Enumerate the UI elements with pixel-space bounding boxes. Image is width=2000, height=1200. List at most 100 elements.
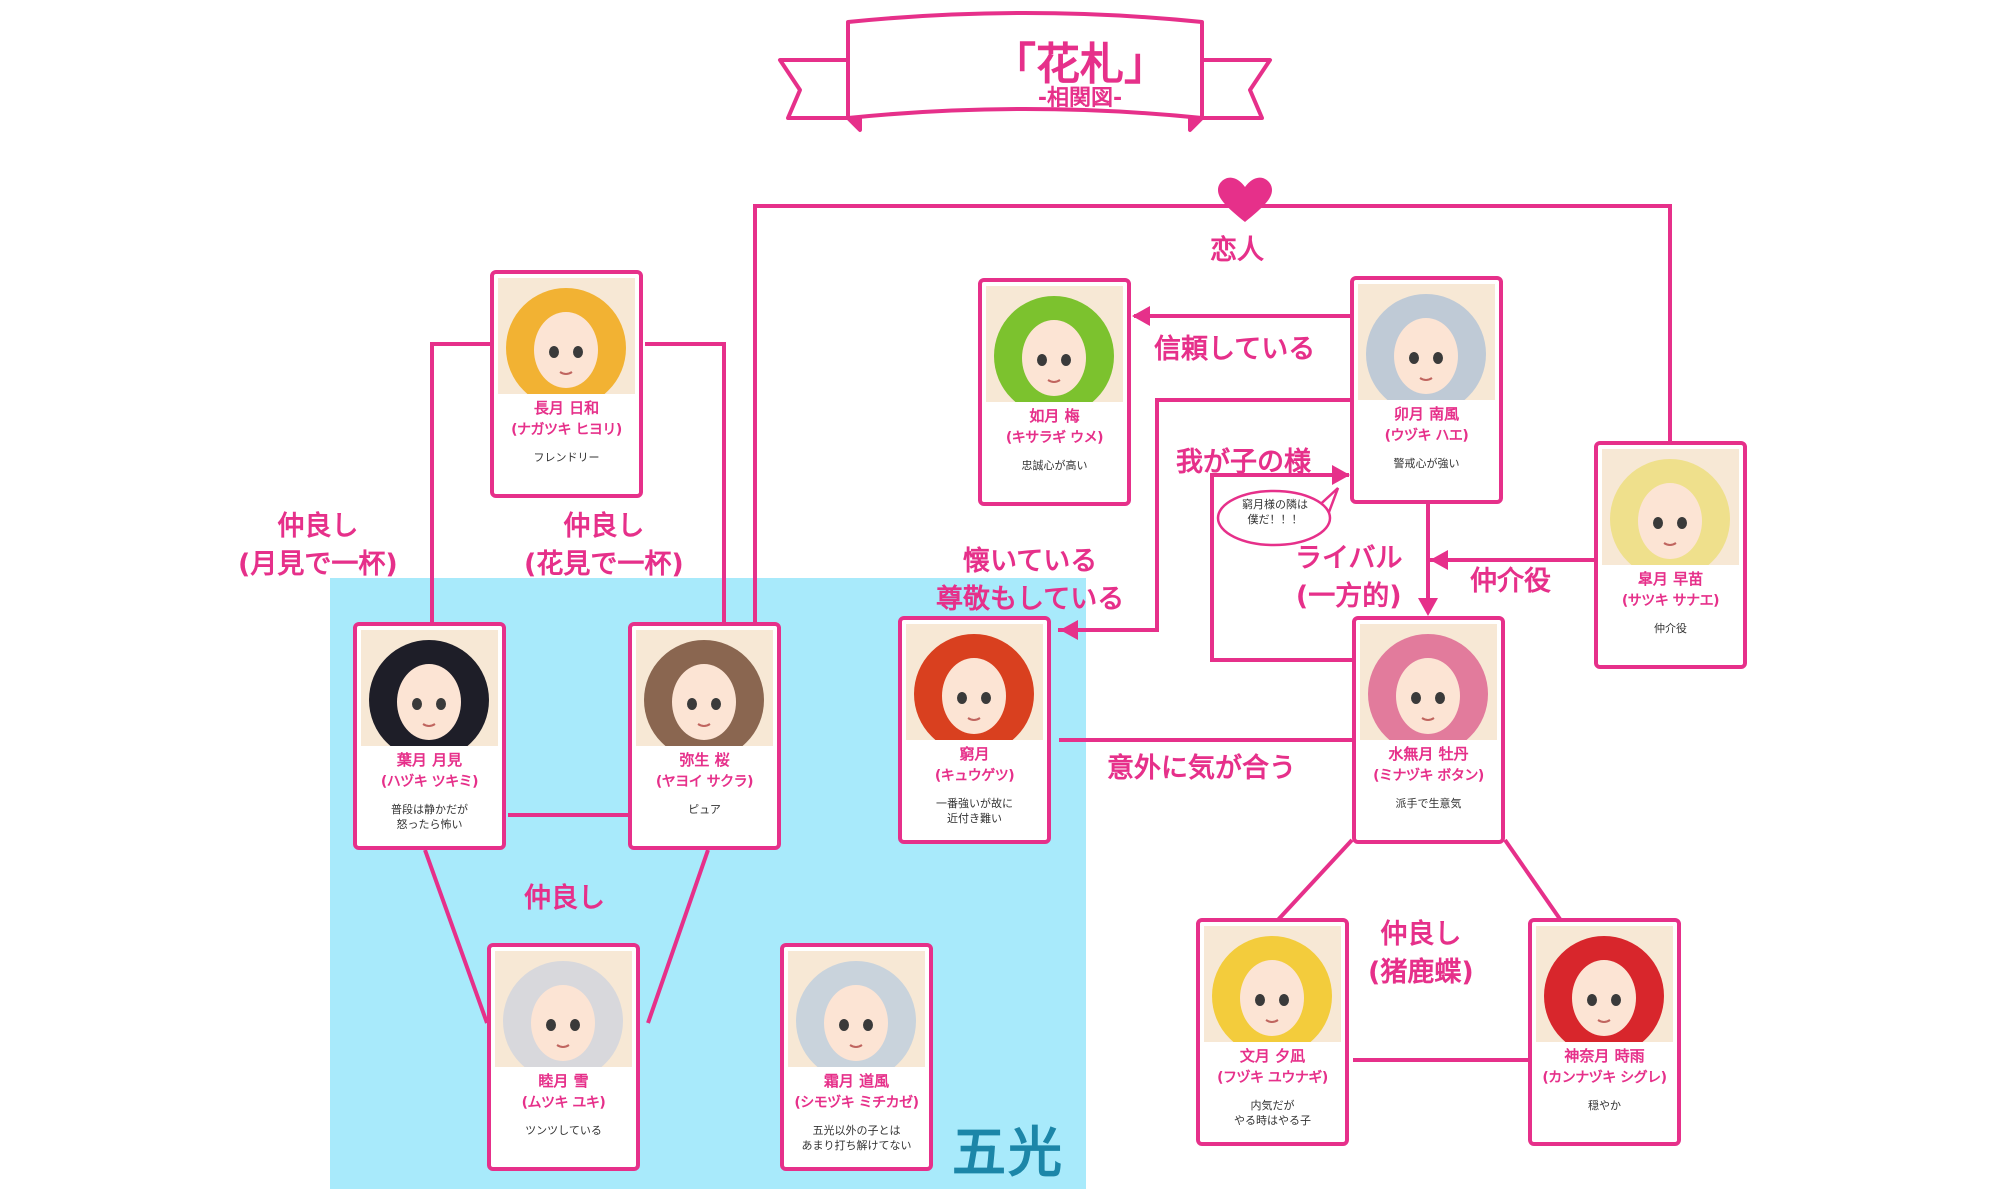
- portrait-eye-left: [1409, 352, 1419, 364]
- banner-ribbon-left: [778, 58, 850, 120]
- portrait-face: [1022, 320, 1086, 396]
- speech-bubble: [1216, 487, 1340, 547]
- arrow-to-kyugetsu: [1060, 620, 1078, 640]
- portrait-eye-right: [1061, 354, 1071, 366]
- portrait-mouth: [1419, 377, 1433, 381]
- name-mutsuki: 睦月 雪: [538, 1072, 589, 1090]
- reading-fuzuki: (フヅキ ユウナギ): [1217, 1070, 1328, 1086]
- card-kisaragi[interactable]: 如月 梅 (キサラギ ウメ) 忠誠心が高い: [978, 278, 1131, 506]
- portrait-face: [397, 664, 461, 740]
- portrait-eye-left: [839, 1019, 849, 1031]
- portrait-kannazuki: [1536, 926, 1673, 1042]
- name-kannazuki: 神奈月 時雨: [1564, 1047, 1645, 1065]
- arrowheads: [1060, 306, 1448, 640]
- card-fuzuki[interactable]: 文月 夕凪 (フヅキ ユウナギ) 内気だが やる時はやる子: [1196, 918, 1349, 1146]
- portrait-face: [672, 664, 736, 740]
- relation-label-mediator: 仲介役: [1470, 566, 1551, 597]
- card-nagatsuki[interactable]: 長月 日和 (ナガツキ ヒヨリ) フレンドリー: [490, 270, 643, 498]
- relation-label-friends-ino: 仲良し (猪鹿蝶): [1368, 919, 1474, 988]
- desc-satsuki: 仲介役: [1654, 622, 1687, 635]
- desc-kannazuki: 穏やか: [1588, 1099, 1621, 1112]
- banner-ribbon-right: [1200, 58, 1272, 120]
- relation-label-unexpected: 意外に気が合う: [1107, 753, 1296, 784]
- portrait-mouth: [849, 1044, 863, 1048]
- relation-label-attached: 懐いている 尊敬もしている: [936, 546, 1125, 615]
- portrait-face: [1240, 960, 1304, 1036]
- portrait-face: [824, 985, 888, 1061]
- portrait-mouth: [697, 723, 711, 727]
- name-nagatsuki: 長月 日和: [533, 399, 600, 417]
- card-minazuki[interactable]: 水無月 牡丹 (ミナヅキ ボタン) 派手で生意気: [1352, 616, 1505, 844]
- portrait-mouth: [1047, 379, 1061, 383]
- portrait-nagatsuki: [498, 278, 635, 394]
- card-kannazuki[interactable]: 神奈月 時雨 (カンナヅキ シグレ) 穏やか: [1528, 918, 1681, 1146]
- portrait-kisaragi: [986, 286, 1123, 402]
- portrait-mouth: [422, 723, 436, 727]
- line-nagatsuki-hazuki: [430, 342, 490, 622]
- portrait-mouth: [967, 717, 981, 721]
- relation-label-friends: 仲良し: [524, 883, 605, 914]
- arrow-to-kisaragi: [1132, 306, 1150, 326]
- reading-shimotsuki: (シモヅキ ミチカゼ): [794, 1095, 919, 1111]
- portrait-face: [1396, 658, 1460, 734]
- portrait-face: [531, 985, 595, 1061]
- portrait-minazuki: [1360, 624, 1497, 740]
- name-uzuki: 卯月 南風: [1393, 405, 1460, 423]
- relation-label-lovers: 恋人: [1210, 235, 1264, 266]
- desc-kisaragi: 忠誠心が高い: [1021, 459, 1088, 472]
- bubble-body: [1216, 489, 1332, 547]
- line-nagatsuki-yayoi: [645, 342, 726, 622]
- desc-yayoi: ピュア: [688, 803, 721, 816]
- reading-nagatsuki: (ナガツキ ヒヨリ): [511, 422, 622, 438]
- name-kisaragi: 如月 梅: [1029, 407, 1080, 425]
- arrow-mediator-to-minazuki: [1430, 550, 1448, 570]
- card-shimotsuki[interactable]: 霜月 道風 (シモヅキ ミチカゼ) 五光以外の子とは あまり打ち解けてない: [780, 943, 933, 1171]
- line-hazuki-mutsuki: [423, 849, 489, 1024]
- card-mutsuki[interactable]: 睦月 雪 (ムツキ ユキ) ツンツしている: [487, 943, 640, 1171]
- reading-kisaragi: (キサラギ ウメ): [1005, 430, 1104, 446]
- portrait-eye-left: [1037, 354, 1047, 366]
- portrait-kyugetsu: [906, 624, 1043, 740]
- desc-uzuki: 警戒心が強い: [1393, 457, 1460, 470]
- desc-nagatsuki: フレンドリー: [533, 451, 600, 464]
- title-main: 「花札」: [992, 39, 1168, 90]
- desc-mutsuki: ツンツしている: [525, 1124, 602, 1137]
- portrait-fuzuki: [1204, 926, 1341, 1042]
- portrait-eye-right: [711, 698, 721, 710]
- name-satsuki: 皐月 早苗: [1637, 570, 1704, 588]
- reading-kyugetsu: (キュウゲツ): [934, 768, 1015, 784]
- name-yayoi: 弥生 桜: [679, 751, 730, 769]
- card-kyugetsu[interactable]: 窮月 (キュウゲツ) 一番強いが故に 近付き難い: [898, 616, 1051, 844]
- reading-minazuki: (ミナヅキ ボタン): [1373, 768, 1484, 784]
- card-uzuki[interactable]: 卯月 南風 (ウヅキ ハエ) 警戒心が強い: [1350, 276, 1503, 504]
- relation-label-friends-moon: 仲良し (月見で一杯): [238, 511, 398, 580]
- card-satsuki[interactable]: 皐月 早苗 (サツキ サナエ) 仲介役: [1594, 441, 1747, 669]
- portrait-eye-right: [436, 698, 446, 710]
- portrait-mutsuki: [495, 951, 632, 1067]
- portrait-eye-left: [546, 1019, 556, 1031]
- reading-uzuki: (ウヅキ ハエ): [1384, 428, 1469, 444]
- reading-mutsuki: (ムツキ ユキ): [521, 1095, 606, 1111]
- name-fuzuki: 文月 夕凪: [1239, 1047, 1306, 1065]
- desc-shimotsuki: 五光以外の子とは あまり打ち解けてない: [801, 1124, 912, 1152]
- portrait-eye-right: [981, 692, 991, 704]
- portrait-uzuki: [1358, 284, 1495, 400]
- line-minazuki-fuzuki: [1274, 838, 1354, 924]
- portrait-face: [1572, 960, 1636, 1036]
- portrait-eye-right: [863, 1019, 873, 1031]
- line-lovers: [753, 204, 1672, 630]
- portrait-eye-left: [1587, 994, 1597, 1006]
- portrait-eye-right: [1435, 692, 1445, 704]
- card-hazuki[interactable]: 葉月 月見 (ハヅキ ツキミ) 普段は静かだが 怒ったら怖い: [353, 622, 506, 850]
- card-yayoi[interactable]: 弥生 桜 (ヤヨイ サクラ) ピュア: [628, 622, 781, 850]
- name-kyugetsu: 窮月: [959, 745, 990, 763]
- portrait-eye-left: [687, 698, 697, 710]
- portrait-eye-left: [1653, 517, 1663, 529]
- line-minazuki-kannazuki: [1503, 838, 1564, 924]
- portrait-satsuki: [1602, 449, 1739, 565]
- portrait-face: [1638, 483, 1702, 559]
- reading-satsuki: (サツキ サナエ): [1621, 593, 1720, 609]
- portrait-eye-left: [957, 692, 967, 704]
- portrait-eye-left: [1255, 994, 1265, 1006]
- portrait-face: [534, 312, 598, 388]
